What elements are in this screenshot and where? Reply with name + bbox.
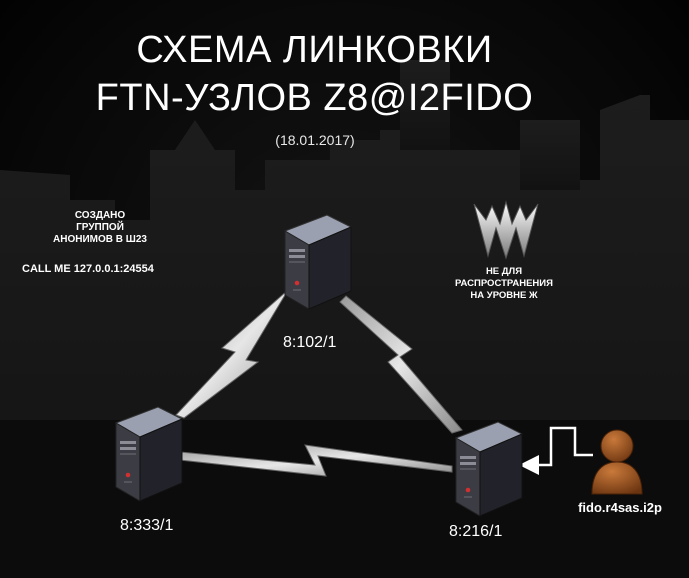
user-label: fido.r4sas.i2p bbox=[578, 500, 662, 515]
credit-line-3: АНОНИМОВ В Ш23 bbox=[53, 234, 147, 245]
title-line-2: FTN-УЗЛОВ Z8@I2FIDO bbox=[95, 77, 534, 119]
link-top-right bbox=[339, 295, 463, 434]
server-tower-icon bbox=[283, 214, 353, 310]
contact-line: CALL ME 127.0.0.1:24554 bbox=[22, 263, 154, 275]
title-line-1: СХЕМА ЛИНКОВКИ bbox=[136, 29, 493, 71]
user-silhouette-icon bbox=[591, 429, 643, 495]
sharp-teeth-icon bbox=[473, 200, 539, 260]
server-tower-icon bbox=[114, 406, 184, 502]
credit-line-1: СОЗДАНО bbox=[74, 210, 126, 221]
warning-line-3: НА УРОВНЕ Ж bbox=[470, 290, 538, 301]
warning-line-2: РАСПРОСТРАНЕНИЯ bbox=[455, 278, 553, 289]
node-label-left: 8:333/1 bbox=[120, 517, 174, 534]
credit-line-2: ГРУППОЙ bbox=[76, 222, 124, 233]
link-top-left bbox=[175, 289, 289, 419]
warning-line-1: НЕ ДЛЯ bbox=[485, 266, 523, 277]
node-label-top: 8:102/1 bbox=[283, 334, 337, 351]
server-tower-icon bbox=[454, 421, 524, 517]
node-label-right: 8:216/1 bbox=[449, 523, 503, 540]
date-label: (18.01.2017) bbox=[275, 132, 355, 148]
user-connection-line bbox=[519, 426, 593, 475]
link-left-right bbox=[179, 444, 453, 477]
